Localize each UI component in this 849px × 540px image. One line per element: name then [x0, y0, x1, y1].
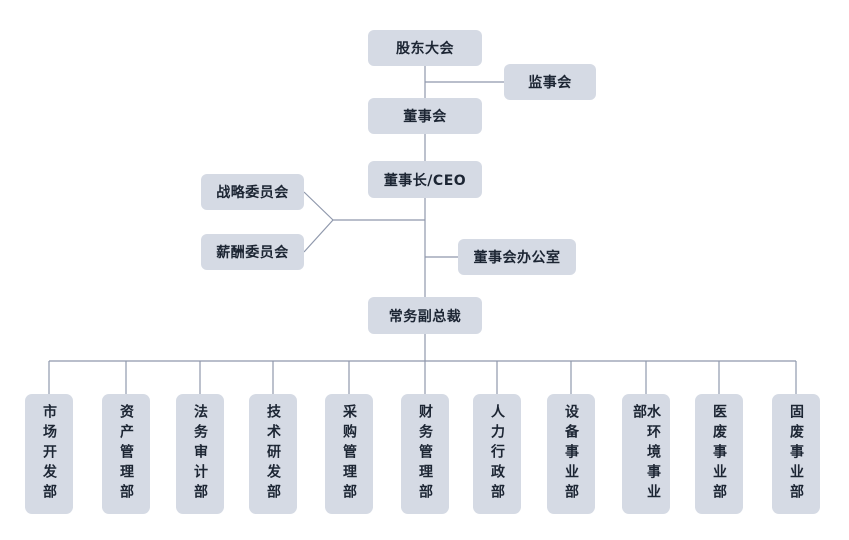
supervisory-board-box: 监事会: [504, 64, 596, 100]
department-box: 固废事业部: [772, 394, 820, 514]
shareholders-meeting-label: 股东大会: [396, 41, 454, 57]
department-label: 水环境事业部: [631, 404, 661, 504]
department-label: 法务审计部: [192, 404, 208, 504]
department-label: 人力行政部: [489, 404, 505, 504]
supervisory-board-label: 监事会: [528, 75, 572, 91]
department-box: 采购管理部: [325, 394, 373, 514]
department-label: 市场开发部: [41, 404, 57, 504]
executive-vp-label: 常务副总裁: [388, 308, 462, 325]
department-label: 医废事业部: [711, 404, 727, 504]
compensation-committee-box: 薪酬委员会: [201, 234, 304, 270]
board-office-box: 董事会办公室: [458, 239, 576, 275]
connector-strategy-committee: [303, 191, 334, 221]
department-label: 固废事业部: [788, 404, 804, 504]
shareholders-meeting-box: 股东大会: [368, 30, 482, 66]
department-box: 市场开发部: [25, 394, 73, 514]
department-label: 技术研发部: [265, 404, 281, 504]
department-box: 设备事业部: [547, 394, 595, 514]
department-box: 资产管理部: [102, 394, 150, 514]
department-label: 资产管理部: [118, 404, 134, 504]
department-box: 法务审计部: [176, 394, 224, 514]
executive-vp-box: 常务副总裁: [368, 297, 482, 334]
chairman-ceo-box: 董事长/CEO: [368, 161, 482, 198]
department-box: 医废事业部: [695, 394, 743, 514]
board-office-label: 董事会办公室: [473, 250, 561, 266]
board-of-directors-box: 董事会: [368, 98, 482, 134]
connector-compensation-committee: [303, 219, 334, 253]
board-of-directors-label: 董事会: [403, 109, 447, 125]
department-label: 财务管理部: [417, 404, 433, 504]
department-label: 采购管理部: [341, 404, 357, 504]
chairman-ceo-label: 董事长/CEO: [383, 172, 467, 189]
department-box: 财务管理部: [401, 394, 449, 514]
department-box: 水环境事业部: [622, 394, 670, 514]
department-label: 设备事业部: [563, 404, 579, 504]
department-box: 人力行政部: [473, 394, 521, 514]
strategy-committee-box: 战略委员会: [201, 174, 304, 210]
department-box: 技术研发部: [249, 394, 297, 514]
compensation-committee-label: 薪酬委员会: [216, 245, 289, 261]
strategy-committee-label: 战略委员会: [216, 185, 289, 201]
